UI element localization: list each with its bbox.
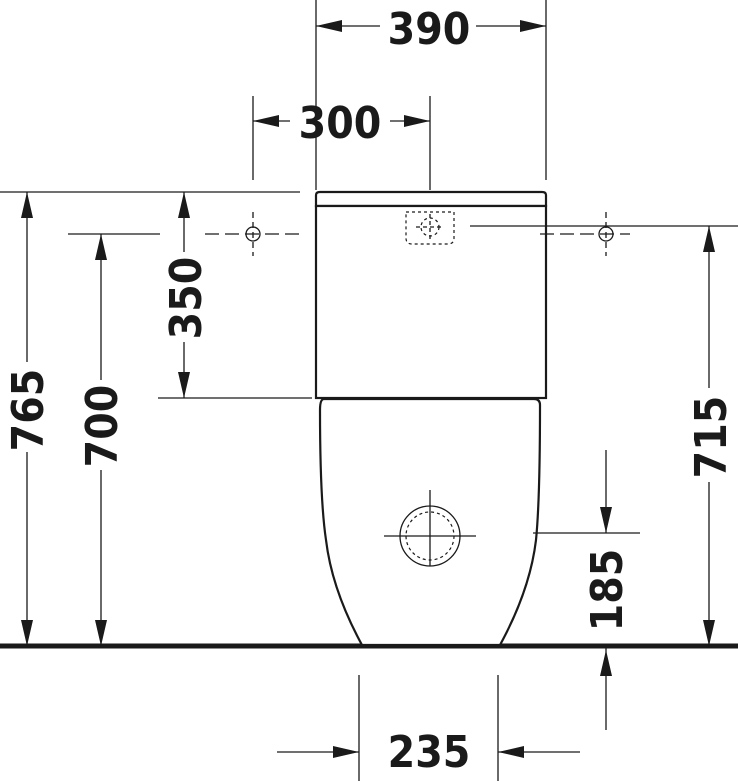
dim-tank-height: 350 bbox=[161, 192, 212, 398]
dim-185-label: 185 bbox=[582, 549, 633, 632]
fixing-holes bbox=[205, 212, 630, 256]
dim-tank-width: 390 bbox=[316, 4, 546, 55]
dim-390-label: 390 bbox=[388, 4, 471, 55]
dim-700-label: 700 bbox=[77, 385, 128, 468]
dim-base-width: 235 bbox=[277, 727, 580, 778]
dim-overall-height: 765 bbox=[3, 192, 54, 646]
dim-outlet-height: 185 bbox=[582, 450, 633, 730]
dim-715-label: 715 bbox=[686, 396, 737, 479]
dim-350-label: 350 bbox=[161, 257, 212, 340]
dim-235-label: 235 bbox=[388, 727, 471, 778]
dim-inlet-height: 715 bbox=[686, 226, 737, 646]
bowl bbox=[318, 397, 542, 647]
cistern bbox=[314, 190, 548, 400]
dim-seat-height: 700 bbox=[77, 234, 128, 646]
dim-300-label: 300 bbox=[299, 98, 382, 149]
dim-outlet-offset: 300 bbox=[253, 98, 430, 149]
dim-765-label: 765 bbox=[3, 369, 54, 452]
